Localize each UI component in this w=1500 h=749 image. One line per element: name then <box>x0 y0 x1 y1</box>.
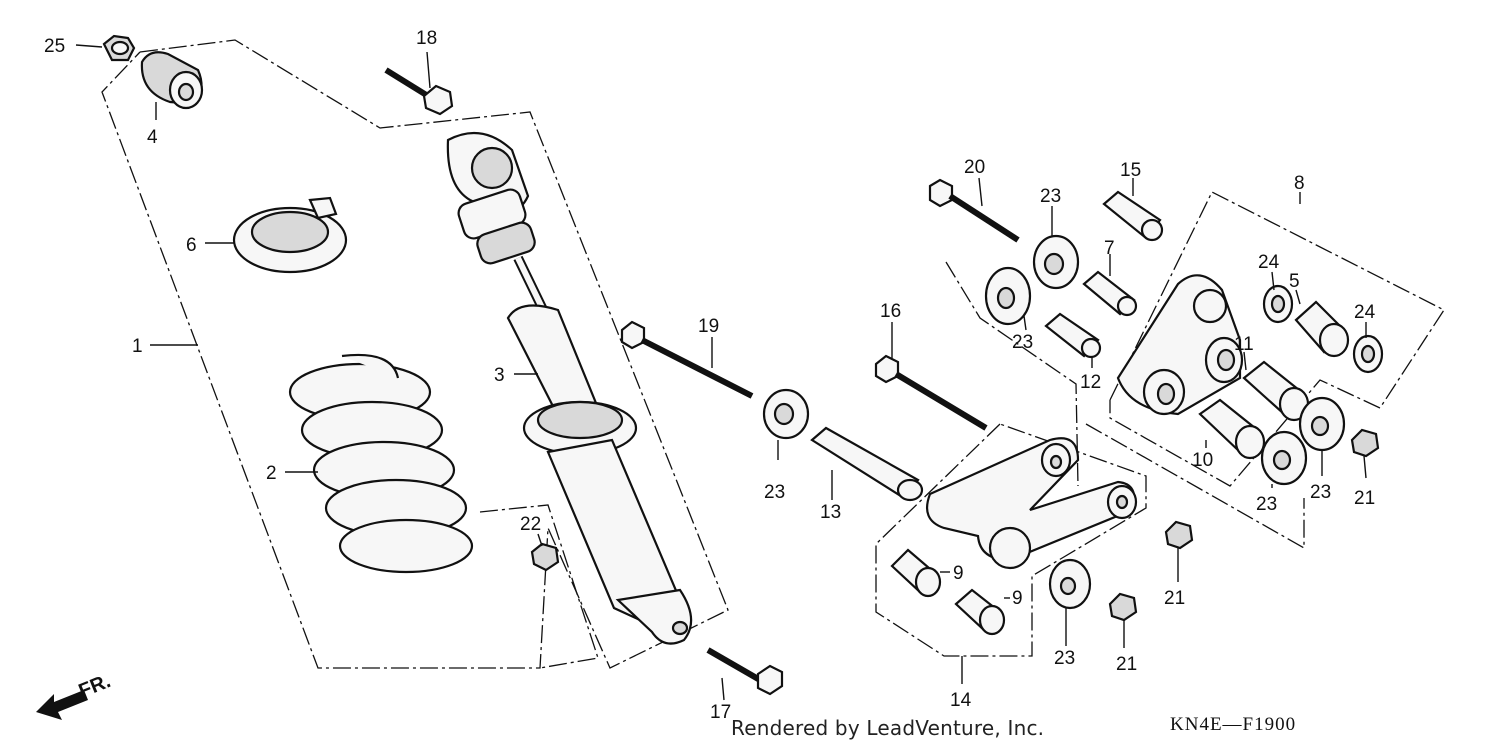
collar-icon <box>1102 190 1164 242</box>
callout-11: 11 <box>1234 334 1254 355</box>
front-direction-arrow-icon <box>36 690 88 720</box>
callout-1: 1 <box>132 336 143 357</box>
callout-23-mid: 23 <box>1012 332 1033 353</box>
callout-23-left: 23 <box>764 482 785 503</box>
cushion-arm-icon <box>1116 274 1244 416</box>
washer-icon <box>1298 396 1346 452</box>
shock-assembly-outline <box>101 39 729 669</box>
collar-icon <box>890 548 942 598</box>
callout-23-top: 23 <box>1040 186 1061 207</box>
bushing-icon <box>140 51 204 110</box>
bolt-icon <box>620 320 754 399</box>
callout-23-right-a: 23 <box>1256 494 1277 515</box>
washer-icon <box>1352 334 1384 374</box>
callout-10: 10 <box>1192 450 1213 471</box>
cushion-link-icon <box>926 437 1138 570</box>
cushion-arm-outline <box>1109 191 1445 487</box>
callout-2: 2 <box>266 463 277 484</box>
callout-21-right: 21 <box>1354 488 1375 509</box>
bolt-icon <box>874 354 988 431</box>
callout-24-right: 24 <box>1354 302 1376 323</box>
cushion-arm-collar-outline <box>945 261 1079 487</box>
shock-absorber-icon <box>446 131 693 645</box>
callout-15: 15 <box>1120 160 1141 181</box>
callout-14: 14 <box>950 690 972 711</box>
bolt-icon <box>384 67 454 116</box>
callout-16: 16 <box>880 301 901 322</box>
callout-18: 18 <box>416 28 437 49</box>
washer-icon <box>1048 558 1092 610</box>
washer-icon <box>1032 234 1080 290</box>
washer-icon <box>984 266 1032 326</box>
nut-icon <box>1164 520 1194 550</box>
cushion-link-outline <box>875 423 1147 657</box>
callout-13: 13 <box>820 502 841 523</box>
callout-17: 17 <box>710 702 731 723</box>
diagram-code: KN4E—F1900 <box>1170 714 1297 735</box>
nut-icon <box>530 542 560 572</box>
callout-20: 20 <box>964 157 985 178</box>
callout-4: 4 <box>147 127 158 148</box>
callout-25: 25 <box>44 36 65 57</box>
callout-6: 6 <box>186 235 197 256</box>
washer-icon <box>1260 430 1308 486</box>
spring-seat-icon <box>232 196 348 274</box>
collar-icon <box>1294 300 1350 358</box>
collar-icon <box>1044 312 1102 359</box>
callout-5: 5 <box>1289 271 1300 292</box>
collar-icon <box>1082 270 1138 317</box>
callout-8: 8 <box>1294 173 1305 194</box>
front-direction-label: FR. <box>76 670 114 702</box>
callout-19: 19 <box>698 316 719 337</box>
collar-icon <box>810 426 924 502</box>
callout-23-right-b: 23 <box>1310 482 1331 503</box>
nut-icon <box>102 34 136 62</box>
nut-icon <box>1108 592 1138 622</box>
callout-21-mid: 21 <box>1164 588 1185 609</box>
callout-21-bottom: 21 <box>1116 654 1137 675</box>
callout-9-upper: 9 <box>953 563 964 584</box>
washer-icon <box>1262 284 1294 324</box>
render-credit: Rendered by LeadVenture, Inc. <box>731 716 1045 740</box>
callout-12: 12 <box>1080 372 1101 393</box>
right-washer-outline <box>1085 423 1305 550</box>
bolt-icon <box>706 647 784 696</box>
nut-22-outline <box>479 504 599 669</box>
callout-24-left: 24 <box>1258 252 1280 273</box>
callout-3: 3 <box>494 365 505 386</box>
callout-23-bottom: 23 <box>1054 648 1075 669</box>
collar-icon <box>954 588 1006 636</box>
washer-icon <box>762 388 810 440</box>
spring-icon <box>288 353 474 574</box>
nut-icon <box>1350 428 1380 458</box>
bolt-icon <box>928 178 1020 243</box>
collar-icon <box>1242 360 1310 422</box>
callout-7: 7 <box>1104 238 1115 259</box>
callout-9-lower: 9 <box>1012 588 1023 609</box>
collar-icon <box>1198 398 1266 460</box>
callout-22: 22 <box>520 514 541 535</box>
